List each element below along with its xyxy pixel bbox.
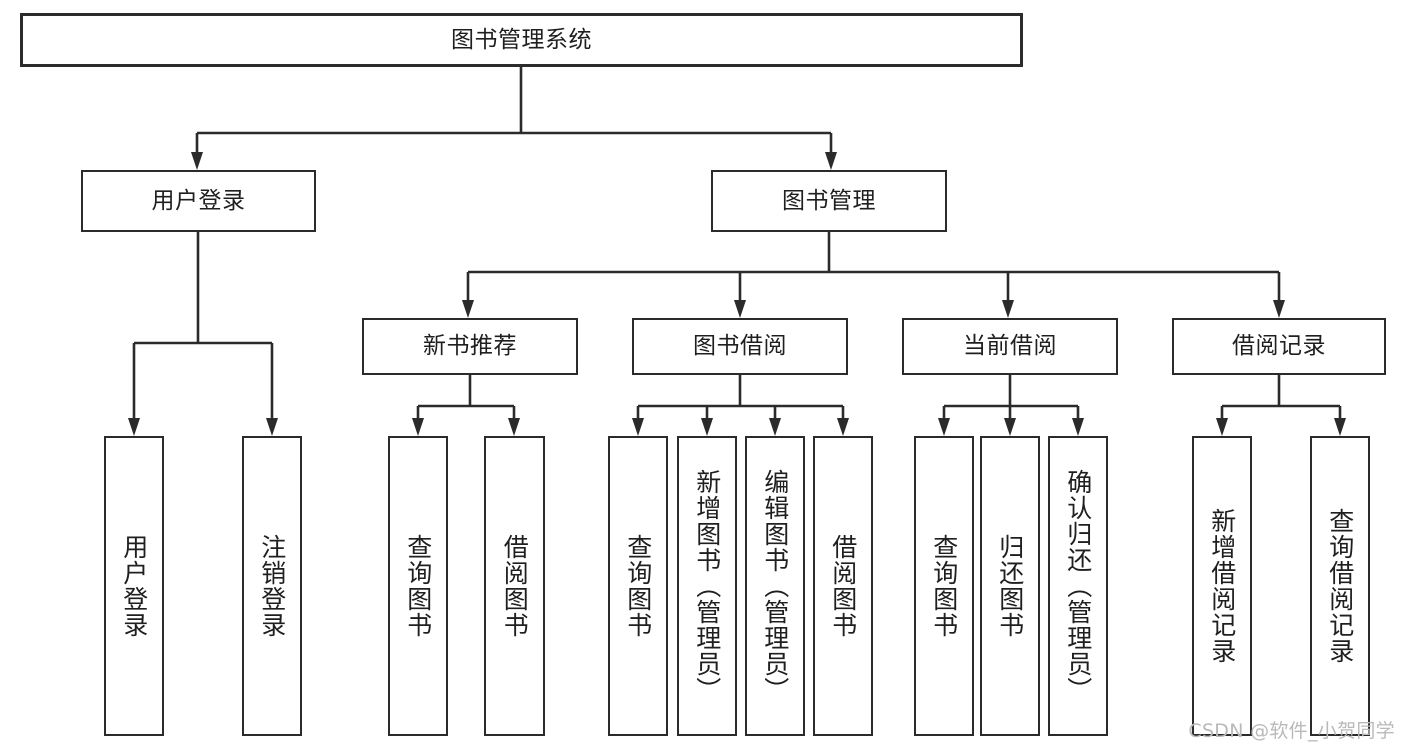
- node-new-book-recommend-label: 新书推荐: [423, 333, 517, 360]
- edge-jilu-to-leaves: [1216, 375, 1346, 436]
- csdn-watermark: CSDN @软件_小贺同学: [1188, 720, 1395, 742]
- leaf-user-login[interactable]: 用户登录: [104, 436, 164, 736]
- node-book-management-label: 图书管理: [782, 187, 876, 214]
- leaf-confirm-return-admin[interactable]: 确认归还（管理员）: [1048, 436, 1108, 736]
- leaf-borrow-book[interactable]: 借阅图书: [813, 436, 873, 736]
- edge-xinshu-to-leaves: [412, 375, 520, 436]
- leaf-add-book-admin-label: 新增图书（管理员）: [692, 469, 722, 703]
- edge-dangqian-to-leaves: [938, 375, 1084, 436]
- leaf-borrow-book-recommend[interactable]: 借阅图书: [484, 436, 545, 736]
- leaf-query-book-current[interactable]: 查询图书: [914, 436, 974, 736]
- edge-yonghu-to-leaves: [128, 232, 278, 436]
- leaf-add-borrow-record-label: 新增借阅记录: [1207, 508, 1237, 664]
- leaf-query-book-recommend[interactable]: 查询图书: [388, 436, 448, 736]
- leaf-user-login-label: 用户登录: [119, 534, 149, 638]
- node-current-borrow-label: 当前借阅: [963, 333, 1057, 360]
- leaf-edit-book-admin-label: 编辑图书（管理员）: [760, 469, 790, 703]
- leaf-add-book-admin[interactable]: 新增图书（管理员）: [677, 436, 737, 736]
- node-borrow-record[interactable]: 借阅记录: [1172, 318, 1386, 375]
- edge-jieyue-to-leaves: [632, 375, 849, 436]
- node-current-borrow[interactable]: 当前借阅: [902, 318, 1118, 375]
- leaf-add-borrow-record[interactable]: 新增借阅记录: [1192, 436, 1252, 736]
- node-book-borrow[interactable]: 图书借阅: [632, 318, 848, 375]
- leaf-return-book-label: 归还图书: [995, 534, 1025, 638]
- leaf-query-book-current-label: 查询图书: [929, 534, 959, 638]
- node-borrow-record-label: 借阅记录: [1232, 333, 1326, 360]
- leaf-return-book[interactable]: 归还图书: [980, 436, 1040, 736]
- leaf-query-book-borrow-label: 查询图书: [623, 534, 653, 638]
- leaf-borrow-book-recommend-label: 借阅图书: [500, 534, 530, 638]
- leaf-query-borrow-record[interactable]: 查询借阅记录: [1310, 436, 1370, 736]
- node-user-login[interactable]: 用户登录: [81, 170, 316, 232]
- leaf-query-book-recommend-label: 查询图书: [403, 534, 433, 638]
- node-new-book-recommend[interactable]: 新书推荐: [362, 318, 578, 375]
- node-user-login-label: 用户登录: [151, 187, 246, 214]
- leaf-confirm-return-admin-label: 确认归还（管理员）: [1063, 469, 1093, 703]
- edge-tushu-to-level2: [462, 232, 1285, 318]
- node-book-management[interactable]: 图书管理: [711, 170, 947, 232]
- leaf-query-borrow-record-label: 查询借阅记录: [1325, 508, 1355, 664]
- edge-root-to-level1: [191, 67, 837, 170]
- node-book-borrow-label: 图书借阅: [693, 333, 787, 360]
- leaf-query-book-borrow[interactable]: 查询图书: [608, 436, 668, 736]
- node-root[interactable]: 图书管理系统: [20, 13, 1023, 67]
- leaf-borrow-book-label: 借阅图书: [828, 534, 858, 638]
- leaf-logout[interactable]: 注销登录: [242, 436, 302, 736]
- leaf-edit-book-admin[interactable]: 编辑图书（管理员）: [745, 436, 805, 736]
- node-root-label: 图书管理系统: [451, 26, 592, 53]
- leaf-logout-label: 注销登录: [257, 534, 287, 638]
